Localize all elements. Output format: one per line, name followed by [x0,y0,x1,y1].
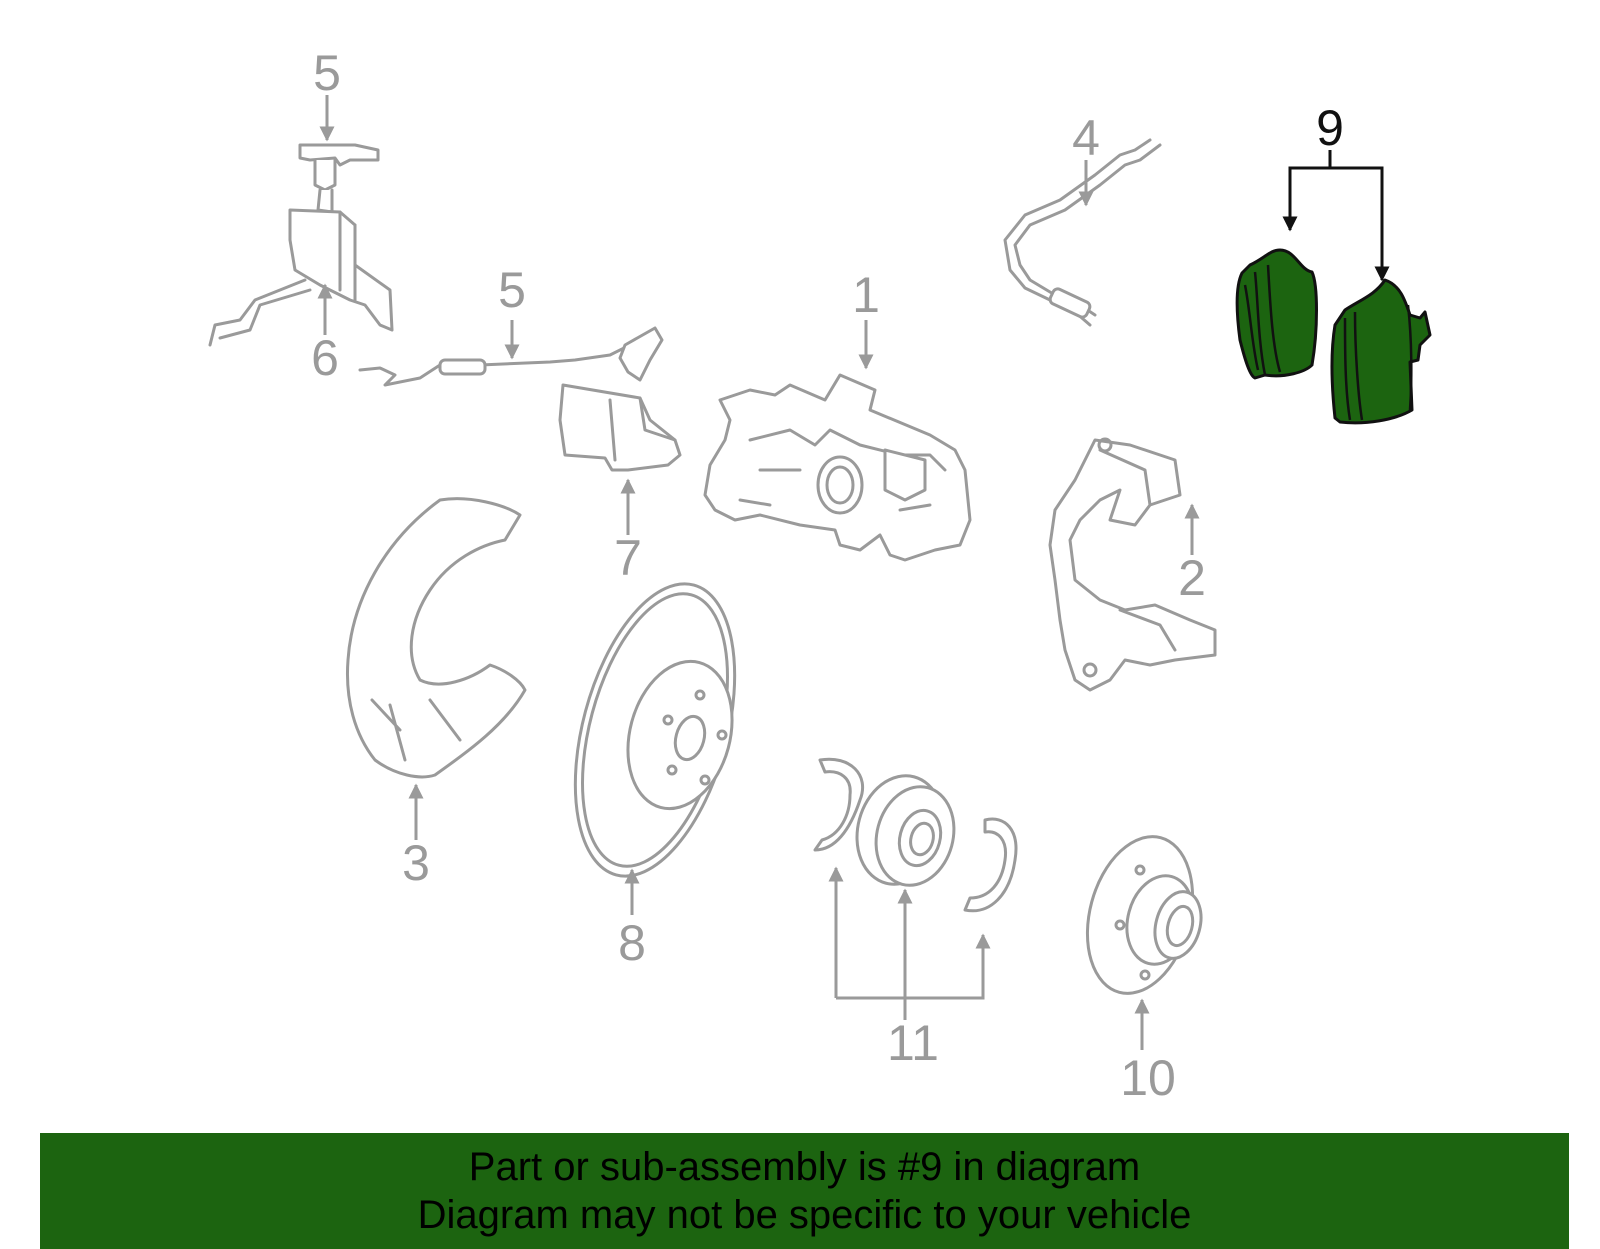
callout-4: 4 [1072,110,1100,166]
wheel-bearing-kit[interactable] [813,757,1018,913]
callout-10: 10 [1120,1050,1176,1106]
brake-rotor[interactable] [547,566,764,893]
banner-line-part: Part or sub-assembly is #9 in diagram [468,1145,1141,1189]
brake-hose[interactable] [1003,138,1162,327]
splash-shield[interactable] [346,497,527,779]
brake-caliper[interactable] [703,373,972,562]
callout-3: 3 [402,835,430,891]
callout-2: 2 [1178,550,1206,606]
caliper-guide-bracket-7[interactable] [558,383,682,472]
callout-6: 6 [311,330,339,386]
banner-line-disclaimer: Diagram may not be specific to your vehi… [417,1193,1192,1237]
brake-pads-highlighted[interactable] [1235,248,1432,425]
callout-8: 8 [618,915,646,971]
callout-7: 7 [614,530,642,586]
wheel-hub[interactable] [1071,825,1209,1005]
leader-lines [317,95,1390,1050]
caliper-carrier[interactable] [1048,437,1217,692]
callout-5-middle: 5 [498,262,526,318]
wear-sensor-wire[interactable] [358,326,664,387]
callout-9: 9 [1316,100,1344,156]
info-banner: Part or sub-assembly is #9 in diagram Di… [40,1133,1569,1249]
callout-1: 1 [852,267,880,323]
callout-5-upper: 5 [313,45,341,101]
sensor-bracket[interactable] [208,208,394,347]
wear-sensor-upper[interactable] [298,143,380,214]
callout-11: 11 [887,1015,939,1071]
